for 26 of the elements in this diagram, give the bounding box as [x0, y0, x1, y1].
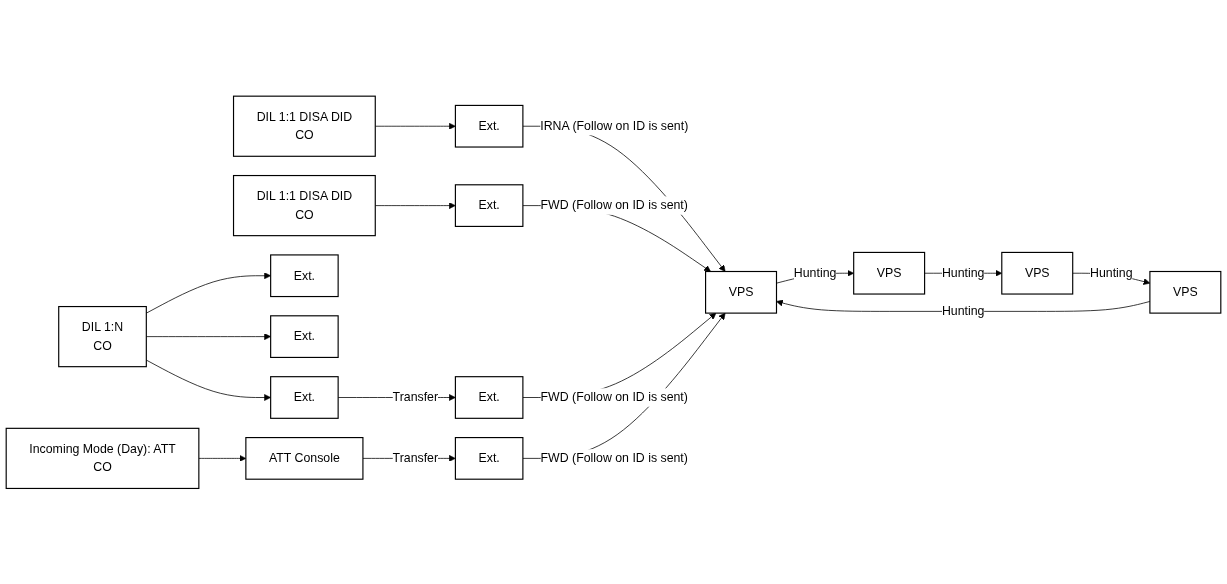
edge-label: FWD (Follow on ID is sent) [540, 451, 688, 465]
node-box: Incoming Mode (Day): ATT CO [5, 427, 200, 489]
node-box: Ext. [270, 314, 339, 358]
node-box: Ext. [454, 375, 524, 419]
node-box: DIL 1:1 DISA DID CO [232, 174, 376, 236]
node-box: Ext. [270, 375, 339, 419]
edge-label: Hunting [941, 265, 985, 280]
edge-label: Hunting [793, 265, 837, 280]
node-box: DIL 1:N CO [58, 305, 147, 367]
edge-label: FWD (Follow on ID is sent) [540, 390, 688, 404]
node-box: Ext. [270, 254, 339, 297]
node-box: VPS [705, 270, 778, 314]
node-box: VPS [1001, 251, 1074, 295]
edge-label: Hunting [1090, 265, 1133, 280]
node-box: VPS [1149, 270, 1222, 314]
node-box: Ext. [454, 436, 524, 480]
edge-label: Hunting [941, 304, 985, 318]
edge-label: IRNA (Follow on ID is sent) [540, 118, 689, 133]
node-box: VPS [853, 251, 926, 295]
node-box: DIL 1:1 DISA DID CO [232, 95, 376, 157]
edge-label: Transfer [392, 451, 439, 465]
edge-label: Transfer [392, 390, 439, 404]
node-box: Ext. [454, 104, 524, 148]
edge-label: FWD (Follow on ID is sent) [540, 198, 688, 212]
node-box: ATT Console [245, 436, 364, 480]
node-box: Ext. [454, 183, 524, 227]
